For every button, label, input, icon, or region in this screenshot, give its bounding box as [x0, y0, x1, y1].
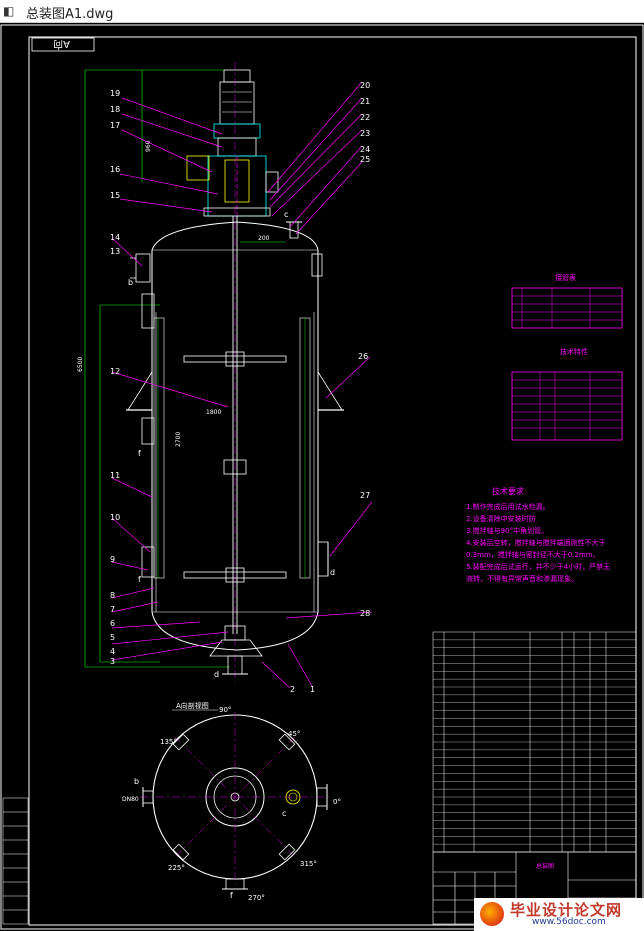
angle-270: 270°: [248, 894, 265, 902]
cad-drawing-canvas[interactable]: A向 6500 960 2700: [0, 22, 644, 931]
svg-text:b: b: [128, 278, 133, 287]
svg-text:液转，不得有异常声音和渗漏现象。: 液转，不得有异常声音和渗漏现象。: [466, 574, 578, 583]
svg-text:23: 23: [360, 129, 370, 138]
watermark-title: 毕业设计论文网: [510, 901, 623, 919]
svg-text:9: 9: [110, 555, 115, 564]
left-signature-column: [2, 797, 29, 925]
part-leaders: [111, 81, 373, 689]
tech-characteristics-table: 技术特性: [511, 347, 623, 441]
watermark-url: www.56doc.com: [532, 917, 606, 927]
nozzle-table: 接管表: [511, 273, 623, 329]
drawing-frame-outer: [0, 24, 644, 930]
parts-list-rows: [433, 639, 636, 845]
svg-text:12: 12: [110, 367, 120, 376]
view-label: A向: [53, 38, 70, 51]
dwg-file-icon: ◧: [3, 4, 15, 18]
svg-text:c: c: [282, 809, 286, 818]
svg-text:27: 27: [360, 491, 370, 500]
svg-text:4.安装后空转，搅拌轴与搅拌端面刚性不大于: 4.安装后空转，搅拌轴与搅拌端面刚性不大于: [466, 538, 606, 547]
svg-text:3: 3: [110, 657, 115, 666]
svg-text:13: 13: [110, 247, 120, 256]
svg-text:3.搅拌轴与90°中角划管。: 3.搅拌轴与90°中角划管。: [466, 526, 548, 535]
svg-text:d: d: [214, 670, 219, 679]
watermark: 毕业设计论文网 www.56doc.com: [474, 898, 644, 931]
part-number-labels: 19 18 17 16 15 20 21 22 23 24 25 26 27 2…: [110, 81, 370, 694]
svg-text:1.制作完成后用试水检漏。: 1.制作完成后用试水检漏。: [466, 502, 550, 511]
angle-225: 225°: [168, 864, 185, 872]
svg-text:5.装配完成后试运行，并不少于4小时，严禁无: 5.装配完成后试运行，并不少于4小时，严禁无: [466, 562, 610, 571]
angle-90: 90°: [219, 706, 231, 714]
angle-315: 315°: [300, 860, 317, 868]
svg-text:DN80: DN80: [122, 796, 139, 803]
svg-text:8: 8: [110, 591, 115, 600]
svg-text:26: 26: [358, 352, 368, 361]
svg-text:16: 16: [110, 165, 120, 174]
svg-text:5: 5: [110, 633, 115, 642]
svg-text:0.3mm，搅拌轴与密封径不大于0.2mm。: 0.3mm，搅拌轴与密封径不大于0.2mm。: [466, 550, 600, 559]
svg-text:f: f: [138, 575, 141, 584]
svg-text:22: 22: [360, 113, 370, 122]
svg-text:200: 200: [258, 235, 270, 242]
angle-0: 0°: [333, 798, 341, 806]
watermark-logo-icon: [480, 902, 504, 926]
svg-text:15: 15: [110, 191, 120, 200]
svg-text:技术特性: 技术特性: [560, 347, 588, 356]
svg-text:d: d: [330, 568, 335, 577]
window-title: 总装图A1.dwg: [26, 7, 114, 22]
svg-text:6500: 6500: [77, 357, 84, 372]
svg-text:技术要求: 技术要求: [492, 486, 524, 496]
svg-text:f: f: [230, 891, 233, 900]
view-label-box: [31, 37, 95, 52]
svg-text:14: 14: [110, 233, 120, 242]
svg-text:17: 17: [110, 121, 120, 130]
window-titlebar: ◧ 总装图A1.dwg: [0, 0, 644, 23]
technical-requirements: 技术要求 1.制作完成后用试水检漏。 2.设备清除中安装时防 3.搅拌轴与90°…: [466, 486, 610, 583]
plan-view: A向剖视图 90° 45° 135° 0° 315° 225° 270° b c: [122, 701, 341, 902]
svg-text:b: b: [134, 777, 139, 786]
drawing-frame-inner: [28, 36, 637, 926]
svg-text:2700: 2700: [175, 432, 182, 447]
svg-text:接管表: 接管表: [555, 273, 576, 282]
svg-text:11: 11: [110, 471, 120, 480]
svg-text:f: f: [138, 449, 141, 458]
svg-text:2: 2: [290, 685, 295, 694]
angle-135: 135°: [160, 738, 177, 746]
svg-text:4: 4: [110, 647, 115, 656]
svg-text:24: 24: [360, 145, 370, 154]
title-block-title: 总装图: [536, 862, 554, 870]
svg-text:c: c: [284, 210, 288, 219]
svg-text:18: 18: [110, 105, 120, 114]
svg-text:25: 25: [360, 155, 370, 164]
svg-text:960: 960: [145, 140, 152, 152]
svg-text:20: 20: [360, 81, 370, 90]
svg-text:1800: 1800: [206, 409, 221, 416]
svg-text:1: 1: [310, 685, 315, 694]
svg-text:28: 28: [360, 609, 370, 618]
angle-45: 45°: [288, 730, 300, 738]
vessel-elevation: 6500 960 2700 200: [77, 62, 344, 682]
svg-text:19: 19: [110, 89, 120, 98]
svg-text:10: 10: [110, 513, 120, 522]
svg-text:7: 7: [110, 605, 115, 614]
svg-text:6: 6: [110, 619, 115, 628]
svg-text:21: 21: [360, 97, 370, 106]
svg-text:2.设备清除中安装时防: 2.设备清除中安装时防: [466, 514, 536, 523]
section-title: A向剖视图: [176, 701, 209, 710]
